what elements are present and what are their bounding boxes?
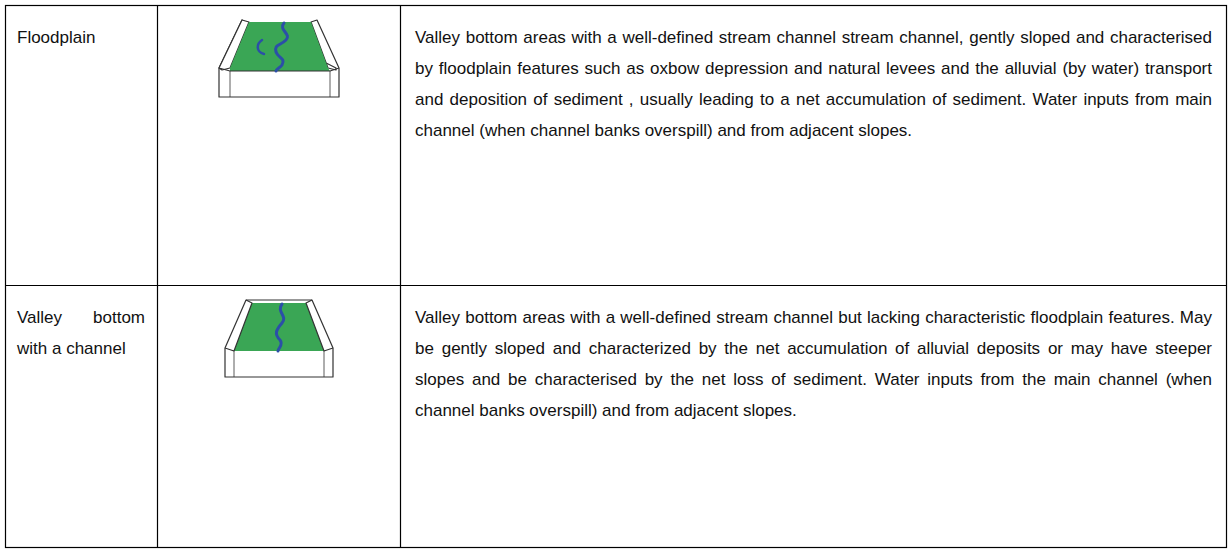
floodplain-illustration <box>218 18 342 100</box>
unit-name: Valley bottom with a channel <box>17 302 145 364</box>
unit-name: Floodplain <box>17 22 145 53</box>
column-rule <box>400 5 401 548</box>
table-border <box>6 6 1227 548</box>
row-rule <box>5 285 1227 286</box>
column-rule <box>157 5 158 548</box>
unit-description: Valley bottom areas with a well-defined … <box>415 22 1212 146</box>
unit-description: Valley bottom areas with a well-defined … <box>415 302 1212 426</box>
valley-bottom-illustration <box>224 298 336 380</box>
